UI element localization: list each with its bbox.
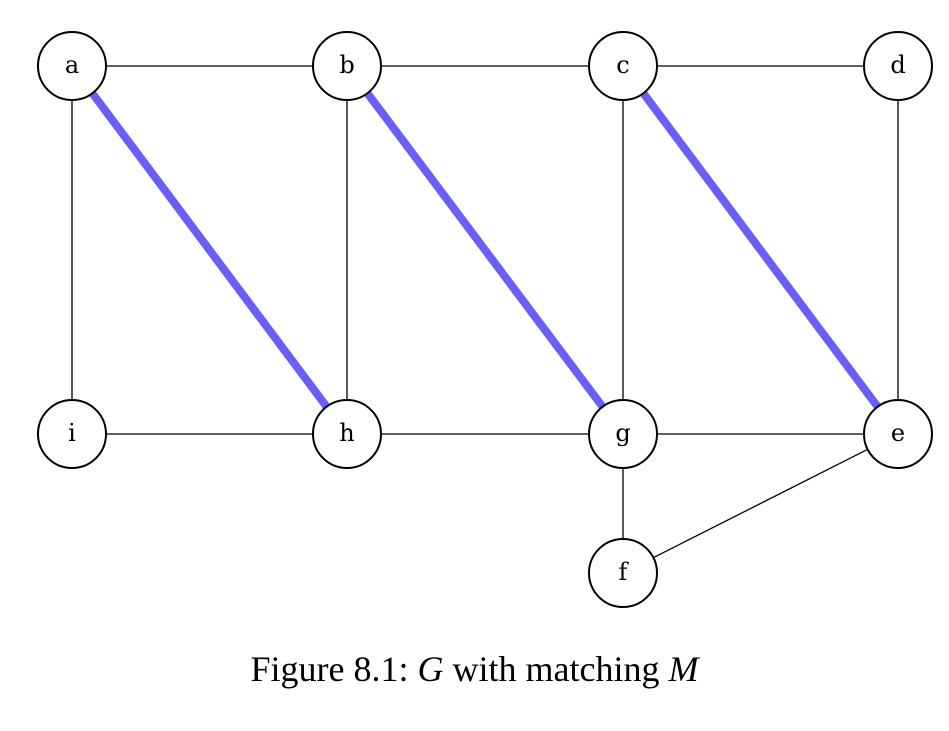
- node-label-e: e: [891, 419, 905, 447]
- caption-graph-symbol: G: [417, 649, 444, 689]
- node-i: i: [37, 399, 107, 469]
- caption-prefix: Figure 8.1:: [250, 649, 418, 689]
- node-circle-b: [312, 31, 382, 101]
- node-f: f: [588, 538, 658, 608]
- node-h: h: [312, 399, 382, 469]
- node-circle-c: [588, 31, 658, 101]
- node-circle-d: [863, 31, 933, 101]
- matching-edge-c-e: [619, 63, 902, 437]
- node-label-i: i: [68, 419, 76, 447]
- node-circle-h: [312, 399, 382, 469]
- node-c: c: [588, 31, 658, 101]
- node-d: d: [863, 31, 933, 101]
- node-label-a: a: [65, 51, 79, 79]
- node-e: e: [863, 399, 933, 469]
- node-b: b: [312, 31, 382, 101]
- figure-caption: Figure 8.1: G with matching M: [0, 648, 949, 690]
- nodes-layer: a b c d e f g h i: [37, 31, 933, 608]
- edges-layer: [68, 63, 902, 574]
- node-label-f: f: [619, 558, 630, 586]
- caption-matching-symbol: M: [668, 649, 699, 689]
- node-circle-e: [863, 399, 933, 469]
- matching-edge-a-h: [68, 63, 351, 437]
- node-circle-a: [37, 31, 107, 101]
- node-label-g: g: [615, 419, 630, 447]
- caption-middle: with matching: [443, 649, 669, 689]
- node-circle-f: [588, 538, 658, 608]
- node-circle-g: [588, 399, 658, 469]
- node-circle-i: [37, 399, 107, 469]
- matching-edge-b-g: [343, 63, 627, 437]
- node-a: a: [37, 31, 107, 101]
- graph-diagram: a b c d e f g h i: [37, 31, 933, 608]
- node-g: g: [588, 399, 658, 469]
- node-label-b: b: [339, 51, 354, 79]
- node-label-h: h: [339, 419, 354, 447]
- node-label-d: d: [890, 51, 905, 79]
- edge-f-e: [622, 433, 899, 574]
- node-label-c: c: [616, 51, 629, 79]
